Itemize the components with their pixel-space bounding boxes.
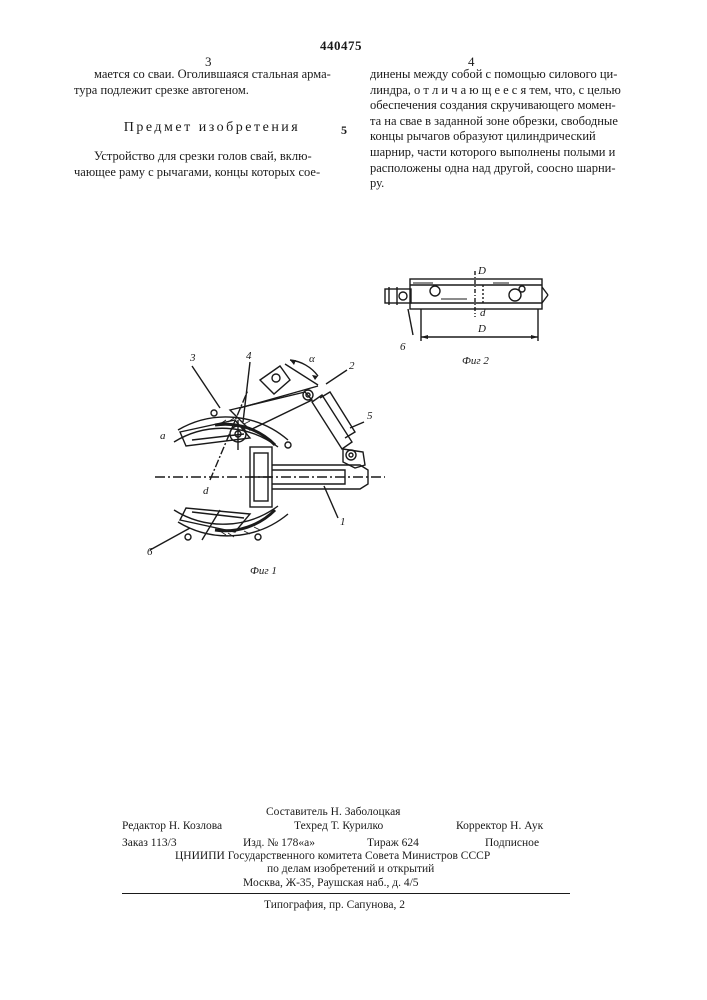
fig2-label-d: d — [480, 307, 486, 319]
imprint-divider — [122, 893, 570, 894]
text-line: тура подлежит срезке автогеном. — [74, 83, 350, 99]
imprint-affairs: по делам изобретений и открытий — [267, 863, 434, 875]
text-line: расположены одна над другой, соосно шарн… — [370, 161, 648, 177]
fig2-label-6: 6 — [400, 341, 406, 353]
fig1-label-4: 4 — [246, 350, 252, 362]
text-line: обеспечения создания скручивающего момен… — [370, 98, 648, 114]
left-para-2: Устройство для срезки голов свай, вклю- … — [74, 149, 350, 180]
text-line: концы рычагов образуют цилиндрический — [370, 129, 648, 145]
fig1-label-1: 1 — [340, 516, 346, 528]
text-line: та на сваe в заданной зоне обрезки, своб… — [370, 114, 648, 130]
imprint-typography: Типография, пр. Сапунова, 2 — [264, 899, 405, 911]
text-line: динены между собой с помощью силового ци… — [370, 67, 648, 83]
imprint-address: Москва, Ж-35, Раушская наб., д. 4/5 — [243, 877, 419, 889]
fig1-label-alpha: α — [309, 353, 315, 365]
fig1-label-2: 2 — [349, 360, 355, 372]
patent-number: 440475 — [320, 38, 362, 54]
section-heading: Предмет изобретения — [74, 120, 350, 136]
imprint-institute: ЦНИИПИ Государственного комитета Совета … — [175, 850, 490, 862]
text-line: шарнир, части которого выполнены полыми … — [370, 145, 648, 161]
fig1-label-d: d — [203, 485, 209, 497]
fig1-label-a: а — [160, 430, 166, 442]
text-line: чающее раму с рычагами, концы которых со… — [74, 165, 350, 181]
text-line: Устройство для срезки голов свай, вклю- — [74, 149, 350, 165]
imprint-tirazh: Тираж 624 — [367, 837, 419, 849]
imprint-compiler: Составитель Н. Заболоцкая — [266, 806, 400, 818]
fig1-label-5: 5 — [367, 410, 373, 422]
imprint-publ: Изд. № 178«а» — [243, 837, 315, 849]
text-line: ру. — [370, 176, 648, 192]
fig1-label-6: 6 — [147, 546, 153, 558]
fig2-caption: Фиг 2 — [462, 355, 489, 367]
imprint-techred: Техред Т. Курилко — [294, 820, 383, 832]
imprint-order: Заказ 113/3 — [122, 837, 177, 849]
text-line: линдра, о т л и ч а ю щ е е с я тем, что… — [370, 83, 648, 99]
left-para-1: мается со сваи. Оголившаяся стальная арм… — [74, 67, 350, 98]
text-line: мается со сваи. Оголившаяся стальная арм… — [74, 67, 350, 83]
figure-1-drawing — [140, 350, 400, 580]
fig2-label-D-top: D — [478, 265, 486, 277]
imprint-editor: Редактор Н. Козлова — [122, 820, 222, 832]
right-column-text: динены между собой с помощью силового ци… — [370, 67, 648, 192]
fig2-label-D: D — [478, 323, 486, 335]
imprint-corrector: Корректор Н. Аук — [456, 820, 543, 832]
fig1-label-3: 3 — [190, 352, 196, 364]
imprint-podpisnoe: Подписное — [485, 837, 539, 849]
fig1-caption: Фиг 1 — [250, 565, 277, 577]
